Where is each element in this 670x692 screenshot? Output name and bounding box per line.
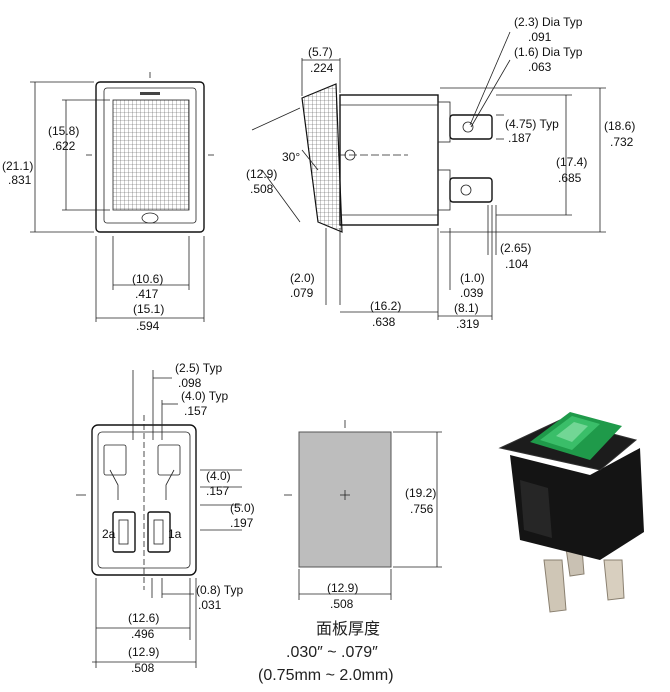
panel-thickness-mm: (0.75mm ~ 2.0mm) xyxy=(258,667,394,684)
side-rocker-depth-in: .224 xyxy=(310,61,334,75)
front-width-outer-in: .594 xyxy=(136,319,160,333)
panel-thickness-in: .030″ ~ .079″ xyxy=(286,644,378,661)
side-rocker-height: (12.9) xyxy=(246,167,277,181)
front-lamp xyxy=(141,212,159,224)
side-gap-in: .039 xyxy=(460,286,484,300)
bottom-width-outer: (12.9) xyxy=(128,645,159,659)
bottom-terminal-br xyxy=(147,511,171,553)
photo-clip xyxy=(520,480,552,538)
front-lens xyxy=(112,99,190,211)
side-view: (5.7) .224 (2.3) Dia Typ .091 (1.6) Dia … xyxy=(246,15,635,331)
panel-thickness-title: 面板厚度 xyxy=(316,620,380,638)
side-rocker-height-in: .508 xyxy=(250,182,274,196)
panel-width: (12.9) xyxy=(327,581,358,595)
side-height-body: (17.4) xyxy=(556,155,587,169)
photo-terminal-left xyxy=(543,559,567,613)
side-height-body-in: .685 xyxy=(558,171,582,185)
side-angle: 30° xyxy=(282,150,300,164)
side-terminal-width: (4.75) Typ xyxy=(505,117,559,131)
bottom-terminal-tl xyxy=(103,444,127,476)
side-terminal-upper xyxy=(449,114,493,140)
bottom-width-inner-in: .496 xyxy=(131,627,155,641)
front-width-lens-in: .417 xyxy=(135,287,159,301)
bottom-pitch-small-in: .098 xyxy=(178,376,202,390)
front-height-outer: (21.1) xyxy=(2,159,33,173)
side-body-depth-in: .638 xyxy=(372,315,396,329)
bottom-spacing-a: (4.0) xyxy=(206,469,231,483)
panel-height-in: .756 xyxy=(410,502,434,516)
bottom-spacing-b: (5.0) xyxy=(230,501,255,515)
bottom-spacing-a-in: .157 xyxy=(206,484,230,498)
side-flange: (2.0) xyxy=(290,271,315,285)
front-width-outer: (15.1) xyxy=(133,302,164,316)
bottom-pitch-large: (4.0) Typ xyxy=(181,389,228,403)
side-terminal-width-in: .187 xyxy=(508,131,532,145)
front-height-outer-in: .831 xyxy=(8,173,32,187)
side-hole-dia-small: (1.6) Dia Typ xyxy=(514,45,583,59)
bottom-terminal-bl xyxy=(112,511,136,553)
side-terminal-lower xyxy=(449,177,493,203)
front-outer-frame xyxy=(95,81,205,233)
panel-height: (19.2) xyxy=(405,486,436,500)
side-rocker-depth: (5.7) xyxy=(308,45,333,59)
side-hole-dia-in: .091 xyxy=(528,30,552,44)
side-rocker xyxy=(301,83,343,233)
side-hole-dia-small-in: .063 xyxy=(528,60,552,74)
side-flange-in: .079 xyxy=(290,286,314,300)
side-body xyxy=(339,94,439,226)
side-hole-dia: (2.3) Dia Typ xyxy=(514,15,583,29)
side-height-total-in: .732 xyxy=(610,135,634,149)
side-terminal-thickness: (2.65) xyxy=(500,241,531,255)
panel-width-in: .508 xyxy=(330,597,354,611)
panel-cutout-view: (19.2) .756 (12.9) .508 面板厚度 .030″ ~ .07… xyxy=(258,420,442,684)
bottom-width-outer-in: .508 xyxy=(131,661,155,675)
front-view: (21.1) .831 (15.8) .622 (10.6) .417 (15.… xyxy=(2,72,214,333)
bottom-pitch-large-in: .157 xyxy=(184,404,208,418)
bottom-label-right: 1a xyxy=(168,527,182,541)
bottom-label-left: 2a xyxy=(102,527,116,541)
side-gap: (1.0) xyxy=(460,271,485,285)
bottom-pitch-small: (2.5) Typ xyxy=(175,361,222,375)
bottom-spacing-b-in: .197 xyxy=(230,516,254,530)
front-height-lens: (15.8) xyxy=(48,124,79,138)
product-photo xyxy=(498,412,644,613)
bottom-width-inner: (12.6) xyxy=(128,611,159,625)
side-terminal-thickness-in: .104 xyxy=(505,257,529,271)
side-terminal-length-in: .319 xyxy=(456,317,480,331)
bottom-view: 2a 1a (2.5) Typ .098 (4.0) Typ .157 (4.0… xyxy=(76,361,255,675)
bottom-terminal-tr xyxy=(157,444,181,476)
bottom-term-thick-in: .031 xyxy=(198,598,222,612)
front-height-lens-in: .622 xyxy=(52,139,76,153)
bottom-term-thick: (0.8) Typ xyxy=(196,583,243,597)
photo-terminal-right xyxy=(603,559,625,601)
side-body-depth: (16.2) xyxy=(370,299,401,313)
side-height-total: (18.6) xyxy=(604,119,635,133)
side-terminal-length: (8.1) xyxy=(454,301,479,315)
front-width-lens: (10.6) xyxy=(132,272,163,286)
front-notch xyxy=(140,92,160,95)
